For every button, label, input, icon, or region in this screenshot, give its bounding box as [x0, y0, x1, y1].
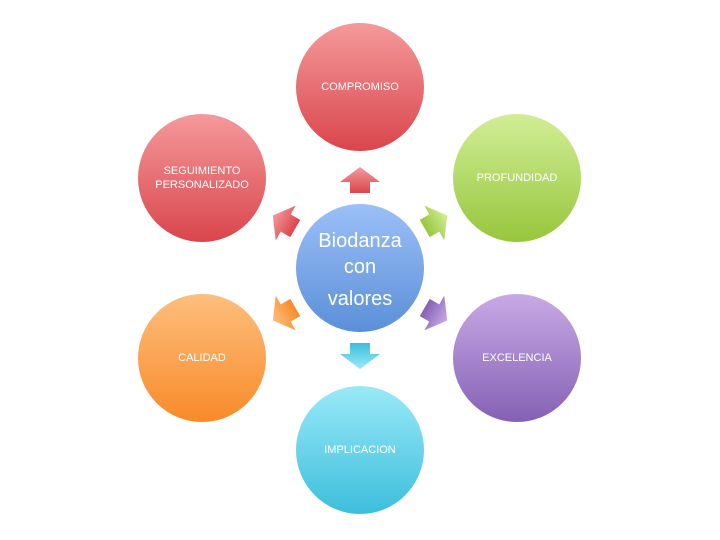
value-label: EXCELENCIA: [482, 352, 552, 364]
value-label: COMPROMISO: [321, 81, 399, 93]
center-title: Biodanza con valores: [295, 228, 425, 312]
arrow-icon: [340, 343, 380, 369]
center-circle: [294, 202, 426, 334]
value-label: CALIDAD: [178, 352, 226, 364]
value-circle-calidad: [136, 292, 268, 424]
value-circle-excelencia: [451, 292, 583, 424]
arrow-icon: [419, 295, 448, 331]
value-circle-profundidad: [451, 112, 583, 244]
arrow-icon: [419, 205, 448, 241]
value-label: SEGUIMIENTO PERSONALIZADO: [155, 165, 249, 191]
arrow-icon: [272, 295, 301, 331]
value-circle-implicacion: [294, 384, 426, 516]
arrow-icon: [272, 205, 301, 241]
center-line-3: valores: [327, 288, 393, 310]
value-circle-seguimiento-personalizado: [136, 112, 268, 244]
center-line-1: Biodanza: [318, 230, 402, 252]
value-label: PROFUNDIDAD: [476, 172, 558, 184]
value-circle-compromiso: [294, 21, 426, 153]
value-label: IMPLICACION: [324, 444, 396, 456]
center-line-2: con: [343, 256, 377, 278]
arrow-icon: [340, 167, 380, 193]
